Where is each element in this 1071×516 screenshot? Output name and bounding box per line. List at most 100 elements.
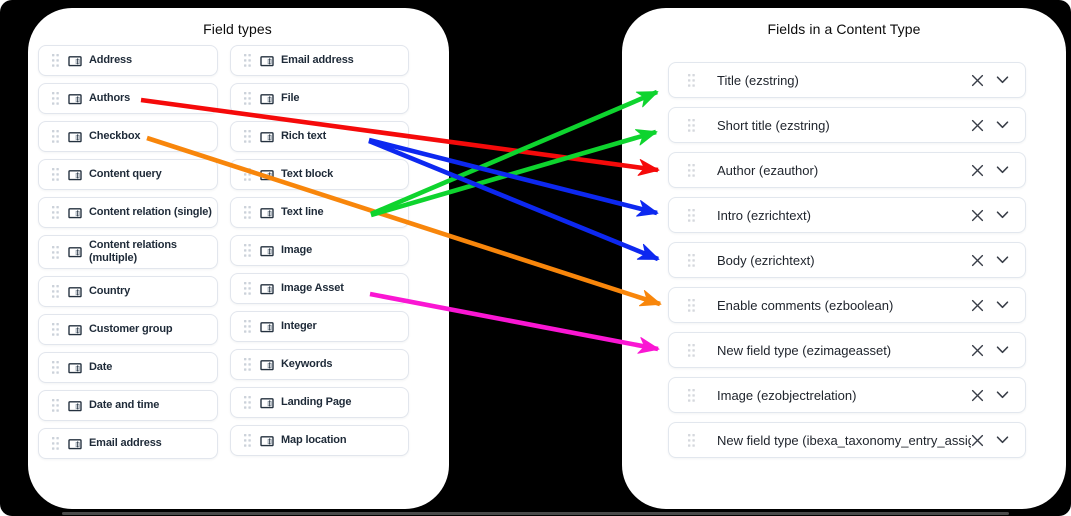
content-type-field-row[interactable]: Image (ezobjectrelation) [668, 377, 1026, 413]
chevron-down-icon[interactable] [996, 166, 1009, 174]
drag-handle-icon[interactable] [688, 208, 695, 222]
field-label: New field type (ibexa_taxonomy_entry_ass… [717, 432, 971, 448]
chevron-down-icon[interactable] [996, 121, 1009, 129]
field-type-item[interactable]: Email address [230, 45, 409, 76]
field-type-item[interactable]: Email address [38, 428, 218, 459]
field-type-item[interactable]: Content relations (multiple) [38, 235, 218, 269]
row-actions [971, 209, 1009, 222]
chevron-down-icon[interactable] [996, 76, 1009, 84]
content-type-field-row[interactable]: Enable comments (ezboolean) [668, 287, 1026, 323]
content-type-field-row[interactable]: Body (ezrichtext) [668, 242, 1026, 278]
field-type-item[interactable]: Date and time [38, 390, 218, 421]
drag-handle-icon[interactable] [688, 388, 695, 402]
drag-handle-icon[interactable] [688, 298, 695, 312]
field-type-item[interactable]: Authors [38, 83, 218, 114]
drag-handle-icon[interactable] [244, 244, 251, 257]
drag-handle-icon[interactable] [52, 323, 59, 336]
remove-field-icon[interactable] [971, 434, 984, 447]
field-type-item[interactable]: Customer group [38, 314, 218, 345]
field-type-label: Map location [281, 434, 347, 446]
field-type-label: Integer [281, 320, 317, 332]
remove-field-icon[interactable] [971, 209, 984, 222]
drag-handle-icon[interactable] [244, 396, 251, 409]
drag-handle-icon[interactable] [52, 168, 59, 181]
field-type-icon [68, 169, 82, 181]
drag-handle-icon[interactable] [52, 361, 59, 374]
content-type-field-row[interactable]: Intro (ezrichtext) [668, 197, 1026, 233]
chevron-down-icon[interactable] [996, 301, 1009, 309]
field-type-icon [260, 321, 274, 333]
drag-handle-icon[interactable] [244, 434, 251, 447]
field-type-item[interactable]: Checkbox [38, 121, 218, 152]
content-type-field-row[interactable]: Title (ezstring) [668, 62, 1026, 98]
content-type-field-row[interactable]: New field type (ezimageasset) [668, 332, 1026, 368]
field-type-icon [68, 131, 82, 143]
field-label: Body (ezrichtext) [717, 252, 815, 268]
drag-handle-icon[interactable] [52, 399, 59, 412]
drag-handle-icon[interactable] [52, 130, 59, 143]
remove-field-icon[interactable] [971, 344, 984, 357]
field-type-label: Address [89, 54, 132, 66]
field-label: Enable comments (ezboolean) [717, 297, 894, 313]
field-type-item[interactable]: Keywords [230, 349, 409, 380]
drag-handle-icon[interactable] [244, 320, 251, 333]
remove-field-icon[interactable] [971, 299, 984, 312]
field-type-item[interactable]: Date [38, 352, 218, 383]
drag-handle-icon[interactable] [52, 54, 59, 67]
field-type-item[interactable]: Map location [230, 425, 409, 456]
field-type-item[interactable]: Content query [38, 159, 218, 190]
field-type-icon [68, 324, 82, 336]
field-type-label: Date [89, 361, 113, 373]
field-type-item[interactable]: Content relation (single) [38, 197, 218, 228]
drag-handle-icon[interactable] [52, 206, 59, 219]
chevron-down-icon[interactable] [996, 256, 1009, 264]
chevron-down-icon[interactable] [996, 391, 1009, 399]
field-type-item[interactable]: File [230, 83, 409, 114]
field-type-item[interactable]: Image Asset [230, 273, 409, 304]
drag-handle-icon[interactable] [244, 54, 251, 67]
drag-handle-icon[interactable] [688, 73, 695, 87]
field-type-item[interactable]: Address [38, 45, 218, 76]
remove-field-icon[interactable] [971, 389, 984, 402]
field-type-item[interactable]: Image [230, 235, 409, 266]
remove-field-icon[interactable] [971, 119, 984, 132]
field-type-label: Rich text [281, 130, 327, 142]
drag-handle-icon[interactable] [244, 92, 251, 105]
drag-handle-icon[interactable] [52, 92, 59, 105]
field-label: Title (ezstring) [717, 72, 799, 88]
field-type-icon [260, 283, 274, 295]
field-type-icon [68, 438, 82, 450]
drag-handle-icon[interactable] [52, 285, 59, 298]
chevron-down-icon[interactable] [996, 211, 1009, 219]
chevron-down-icon[interactable] [996, 436, 1009, 444]
drag-handle-icon[interactable] [244, 282, 251, 295]
drag-handle-icon[interactable] [688, 343, 695, 357]
content-type-field-row[interactable]: Short title (ezstring) [668, 107, 1026, 143]
field-type-item[interactable]: Landing Page [230, 387, 409, 418]
field-type-item[interactable]: Text block [230, 159, 409, 190]
drag-handle-icon[interactable] [688, 253, 695, 267]
content-type-field-row[interactable]: Author (ezauthor) [668, 152, 1026, 188]
content-type-fields-panel: Fields in a Content Type Title (ezstring… [622, 8, 1066, 509]
content-type-field-row[interactable]: New field type (ibexa_taxonomy_entry_ass… [668, 422, 1026, 458]
drag-handle-icon[interactable] [244, 206, 251, 219]
field-type-item[interactable]: Rich text [230, 121, 409, 152]
remove-field-icon[interactable] [971, 164, 984, 177]
drag-handle-icon[interactable] [688, 118, 695, 132]
field-type-label: Customer group [89, 323, 173, 335]
remove-field-icon[interactable] [971, 254, 984, 267]
drag-handle-icon[interactable] [244, 168, 251, 181]
drag-handle-icon[interactable] [244, 130, 251, 143]
remove-field-icon[interactable] [971, 74, 984, 87]
drag-handle-icon[interactable] [52, 437, 59, 450]
drag-handle-icon[interactable] [52, 245, 59, 259]
drag-handle-icon[interactable] [688, 163, 695, 177]
field-type-item[interactable]: Country [38, 276, 218, 307]
drag-handle-icon[interactable] [688, 433, 695, 447]
field-type-icon [68, 286, 82, 298]
field-type-item[interactable]: Text line [230, 197, 409, 228]
chevron-down-icon[interactable] [996, 346, 1009, 354]
field-type-item[interactable]: Integer [230, 311, 409, 342]
drag-handle-icon[interactable] [244, 358, 251, 371]
